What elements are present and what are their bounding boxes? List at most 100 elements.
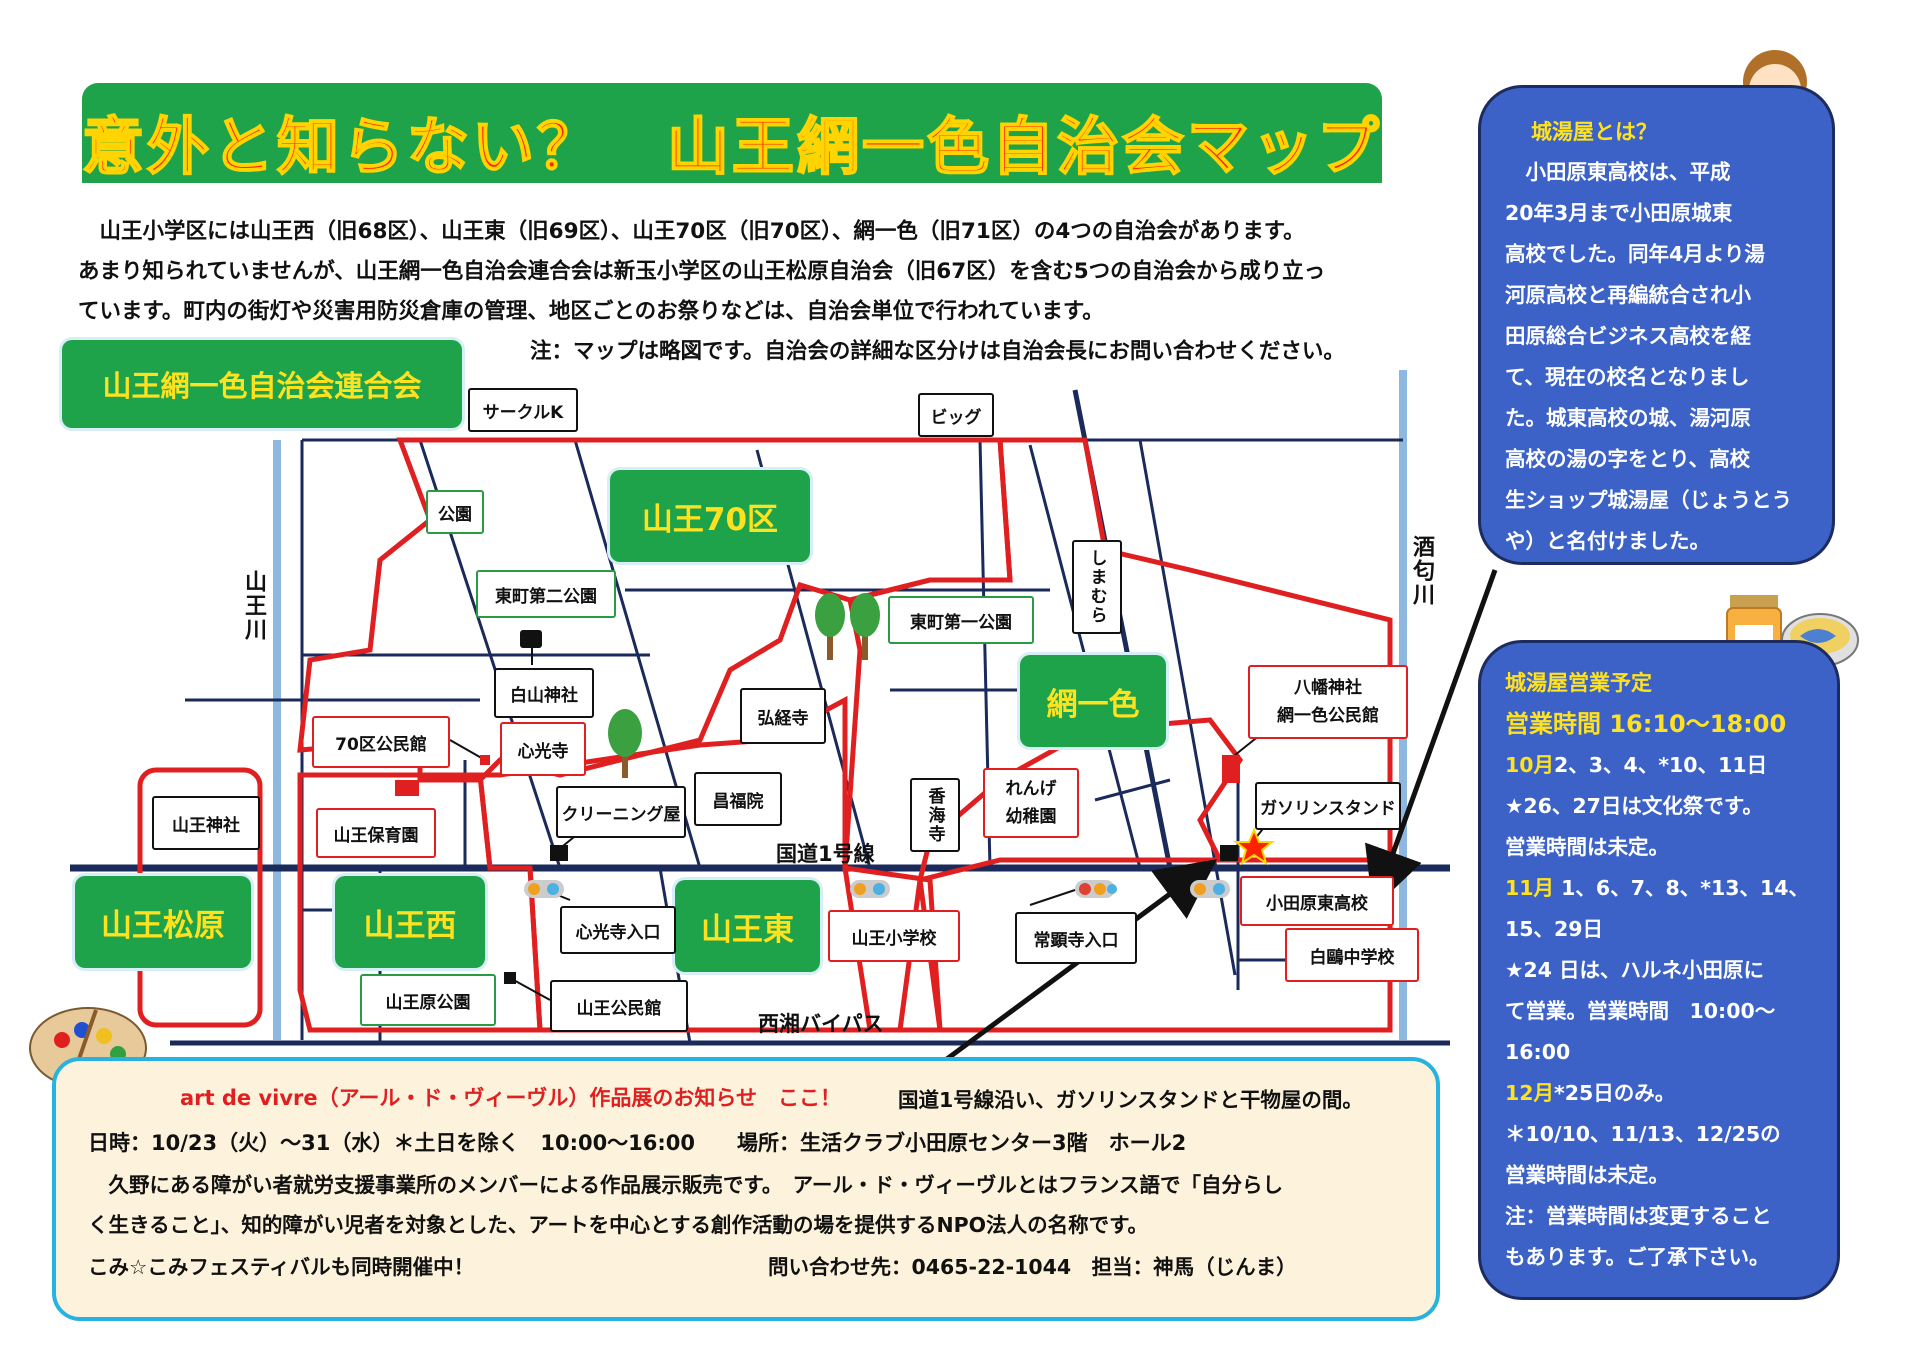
intro-line-3: ています。町内の街灯や災害用防災倉庫の管理、地区ごとのお祭りなどは、自治会単位で… — [78, 299, 1104, 324]
gas-station-label: ガソリンスタンド — [1255, 782, 1401, 830]
kokaiji-label: 香海寺 — [910, 778, 960, 852]
about-line-10: や）と名付けました。 — [1505, 529, 1710, 553]
dec-days: *25日のみ。 — [1554, 1081, 1676, 1105]
oct-note-2: 営業時間は未定。 — [1505, 835, 1669, 859]
nov-note-1: ★24 日は、ハルネ小田原に — [1505, 958, 1765, 982]
dec-month: 12月 — [1505, 1081, 1555, 1105]
district-amiisshiki-label: 網一色 — [1020, 655, 1166, 747]
title-banner — [82, 83, 1382, 183]
nov-note-2: て営業。営業時間 10:00〜 — [1505, 999, 1776, 1023]
star-note-2: 営業時間は未定。 — [1505, 1163, 1669, 1187]
sannouhara-marker — [504, 972, 516, 984]
about-line-6: て、現在の校名となりまし — [1505, 365, 1750, 389]
intro-line-2: あまり知られていませんが、山王網一色自治会連合会は新玉小学区の山王松原自治会（旧… — [78, 259, 1326, 284]
shinkoji-entrance-label: 心光寺入口 — [560, 906, 676, 954]
event-notice-box — [52, 1057, 1440, 1321]
star-note-1: ＊10/10、11/13、12/25の — [1505, 1122, 1781, 1146]
hachiman-marker — [1222, 755, 1240, 783]
traffic-light-3 — [1075, 880, 1117, 898]
event-desc-1: 久野にある障がい者就労支援事業所のメンバーによる作品展示販売です。 アール・ド・… — [88, 1173, 1283, 1197]
about-line-5: 田原総合ビジネス高校を経 — [1505, 324, 1751, 348]
hall70-marker — [480, 755, 490, 765]
cleaning-shop-label: クリーニング屋 — [556, 786, 686, 838]
nov-days: 1、6、7、8、*13、14、 — [1554, 876, 1809, 900]
renge-kindergarten-label: れんげ 幼稚園 — [983, 768, 1079, 838]
district-nishi-label: 山王西 — [335, 876, 485, 968]
sannou-elementary-label: 山王小学校 — [828, 910, 960, 962]
hachiman-shrine-label: 八幡神社 網一色公民館 — [1248, 665, 1408, 739]
caution-1: 注：営業時間は変更すること — [1505, 1204, 1772, 1228]
event-date-line: 日時：10/23（火）〜31（水）＊土日を除く 10:00〜16:00 場所：生… — [88, 1131, 1187, 1155]
traffic-light-4 — [1190, 880, 1230, 898]
sannou-shrine-label: 山王神社 — [152, 796, 260, 850]
intro-text: 山王小学区には山王西（旧68区）、山王東（旧69区）、山王70区（旧70区）、網… — [78, 212, 1453, 332]
jouyuya-schedule-panel: 城湯屋営業予定 営業時間 16:10〜18:00 10月2、3、4、*10、11… — [1478, 640, 1840, 1300]
jouyuya-about-heading: 城湯屋とは？ — [1531, 120, 1657, 144]
big-label: ビッグ — [918, 393, 994, 437]
schedule-hours: 営業時間 16:10〜18:00 — [1505, 710, 1787, 738]
traffic-light-2 — [850, 880, 890, 898]
nov-month: 11月 — [1505, 876, 1555, 900]
about-line-7: た。城東高校の城、湯河原 — [1505, 406, 1751, 430]
page-title: 意外と知らない？ 山王網一色自治会マップ — [81, 109, 1383, 184]
event-title: art de vivre（アール・ド・ヴィーヴル）作品展のお知らせ ここ！ — [180, 1082, 841, 1112]
about-line-1: 小田原東高校は、平成 — [1505, 160, 1731, 184]
pointer-joeiji — [1029, 889, 1076, 906]
about-line-9: 生ショップ城湯屋（じょうとう — [1505, 488, 1792, 512]
cleaning-marker — [550, 845, 568, 861]
district-matsubara-label: 山王松原 — [75, 876, 251, 968]
arrow-here — [903, 859, 1218, 1093]
gukyoji-label: 弘経寺 — [740, 688, 826, 744]
oct-note-1: ★26、27日は文化祭です。 — [1505, 794, 1763, 818]
tree-icon-2 — [850, 593, 880, 660]
joeiji-entrance-label: 常顕寺入口 — [1015, 912, 1137, 964]
caution-2: もあります。ご了承下さい。 — [1505, 1245, 1770, 1269]
hoikuen-label: 山王保育園 — [316, 808, 436, 858]
route1-label: 国道1号線 — [776, 842, 875, 866]
higashicho2-park-label: 東町第二公園 — [476, 570, 616, 618]
event-title-text: art de vivre（アール・ド・ヴィーヴル）作品展のお知らせ — [180, 1086, 757, 1110]
about-line-2: 20年3月まで小田原城東 — [1505, 201, 1733, 225]
about-line-8: 高校の湯の字をとり、高校 — [1505, 447, 1751, 471]
district-70-label: 山王70区 — [610, 470, 810, 562]
sannouhara-park-label: 山王原公園 — [360, 974, 496, 1026]
event-festival: こみ☆こみフェスティバルも同時開催中！ — [88, 1255, 475, 1279]
pointer-sannouhara — [509, 977, 551, 1001]
intro-line-1: 山王小学区には山王西（旧68区）、山王東（旧69区）、山王70区（旧70区）、網… — [78, 219, 1305, 244]
union-label: 山王網一色自治会連合会 — [62, 340, 462, 428]
circle-k-label: サークルK — [468, 388, 578, 432]
oct-days: 2、3、4、*10、11日 — [1554, 753, 1768, 777]
hoikuen-marker — [395, 780, 419, 796]
map-note: 注：マップは略図です。自治会の詳細な区分けは自治会長にお問い合わせください。 — [530, 339, 1345, 364]
sannou-river-label: 山王川 — [241, 570, 266, 642]
shofukuin-label: 昌福院 — [694, 772, 782, 826]
hall70-label: 70区公民館 — [312, 716, 450, 768]
nov-note-3: 16:00 — [1505, 1040, 1571, 1064]
gas-star-marker — [1233, 827, 1275, 866]
road-h4 — [1094, 778, 1171, 802]
about-line-4: 河原高校と再編統合され小 — [1505, 283, 1751, 307]
sakawa-river-label: 酒匂川 — [1409, 535, 1434, 607]
about-line-3: 高校でした。同年4月より湯 — [1505, 242, 1765, 266]
pointer-hall70 — [449, 739, 486, 761]
hakusan-marker — [520, 630, 542, 648]
gas-marker — [1220, 845, 1238, 861]
higashicho1-park-label: 東町第一公園 — [888, 596, 1034, 644]
jouyuya-about-panel: 城湯屋とは？ 小田原東高校は、平成 20年3月まで小田原城東 高校でした。同年4… — [1478, 85, 1835, 565]
event-here: ここ！ — [777, 1086, 841, 1110]
odawara-higashi-hs-label: 小田原東高校 — [1240, 876, 1394, 926]
event-desc-2: く生きること」、知的障がい児者を対象とした、アートを中心とする創作活動の場を提供… — [88, 1213, 1149, 1237]
district-higashi-label: 山王東 — [675, 880, 820, 972]
tree-icon-3 — [608, 709, 642, 778]
event-location-hint: 国道1号線沿い、ガソリンスタンドと干物屋の間。 — [898, 1088, 1363, 1112]
event-contact: 問い合わせ先：0465-22-1044 担当：神馬（じんま） — [768, 1255, 1297, 1279]
hakusan-shrine-label: 白山神社 — [494, 668, 594, 718]
hakuo-jhs-label: 白鷗中学校 — [1285, 928, 1419, 982]
schedule-heading: 城湯屋営業予定 — [1505, 671, 1652, 695]
tree-icon-1 — [815, 593, 845, 660]
park-label: 公園 — [426, 490, 484, 534]
bypass-label: 西湘バイパス — [758, 1012, 884, 1036]
nov-days-2: 15、29日 — [1505, 917, 1604, 941]
shimamura-label: しまむら — [1072, 540, 1122, 634]
